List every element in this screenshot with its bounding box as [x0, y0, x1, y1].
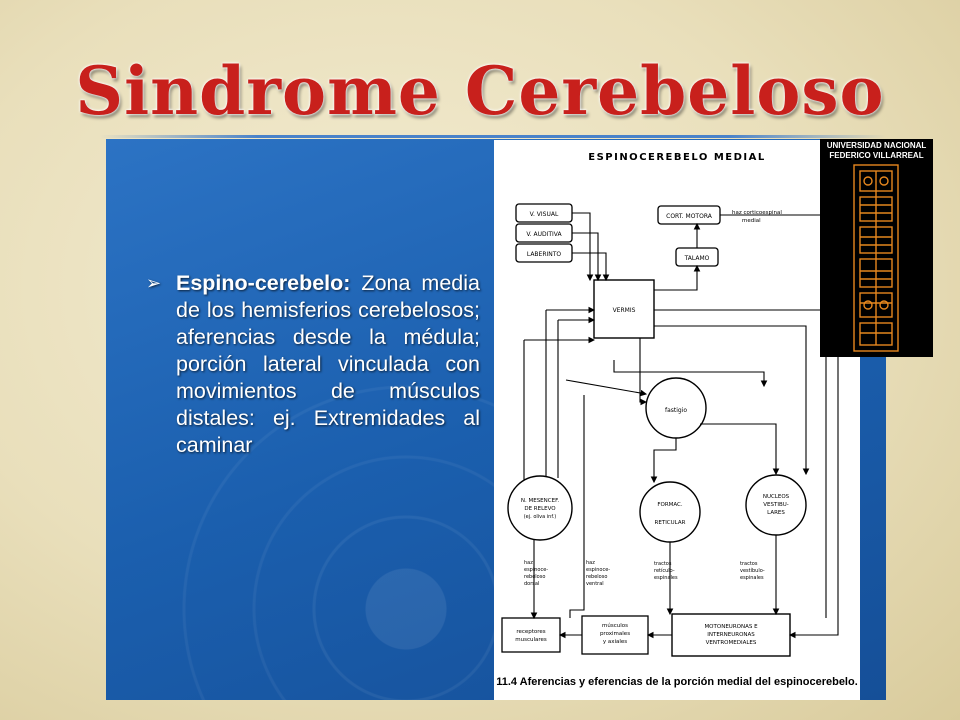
- svg-text:rebeloso: rebeloso: [524, 574, 545, 580]
- svg-text:FORMAC.: FORMAC.: [657, 502, 683, 508]
- title-divider: [100, 135, 886, 138]
- svg-text:VESTIBU-: VESTIBU-: [763, 502, 789, 508]
- svg-text:LARES: LARES: [767, 510, 785, 516]
- logo-emblem-icon: [853, 164, 899, 352]
- box-vermis: VERMIS: [593, 279, 655, 339]
- label-haz-corticoespinal-1: haz corticoespinal: [732, 210, 782, 216]
- diagram-caption: 11.4 Aferencias y eferencias de la porci…: [496, 676, 858, 688]
- svg-text:espinales: espinales: [740, 575, 764, 581]
- svg-text:espinales: espinales: [654, 575, 678, 581]
- box-receptores-musculares: receptores musculares: [501, 617, 561, 653]
- university-logo: UNIVERSIDAD NACIONAL FEDERICO VILLARREAL: [820, 139, 933, 357]
- svg-text:musculares: musculares: [515, 637, 547, 643]
- logo-text: UNIVERSIDAD NACIONAL FEDERICO VILLARREAL: [826, 141, 927, 160]
- bullet-arrow-icon: ➢: [146, 273, 162, 293]
- svg-text:INTERNEURONAS: INTERNEURONAS: [707, 632, 755, 638]
- svg-text:tractos: tractos: [654, 561, 672, 567]
- box-motoneuronas: MOTONEURONAS E INTERNEURONAS VENTROMEDIA…: [671, 613, 791, 657]
- svg-text:haz: haz: [524, 560, 533, 566]
- svg-text:(ej. oliva inf.): (ej. oliva inf.): [524, 514, 557, 520]
- bullet-label: Espino-cerebelo:: [176, 271, 351, 295]
- svg-text:haz: haz: [586, 560, 595, 566]
- svg-text:ventral: ventral: [586, 581, 604, 587]
- svg-text:retículo-: retículo-: [654, 567, 675, 574]
- bullet-item: ➢ Espino-cerebelo: Zona media de los hem…: [146, 270, 480, 459]
- svg-text:RETICULAR: RETICULAR: [655, 520, 686, 526]
- svg-text:NUCLEOS: NUCLEOS: [763, 494, 790, 500]
- label-haz-dorsal: haz espinoce- rebeloso dorsal: [524, 560, 548, 587]
- svg-text:VENTROMEDIALES: VENTROMEDIALES: [706, 640, 757, 646]
- svg-text:TALAMO: TALAMO: [684, 255, 710, 262]
- svg-text:MOTONEURONAS E: MOTONEURONAS E: [704, 624, 758, 630]
- circle-mesencef: N. MESENCEF. DE RELEVO (ej. oliva inf.): [507, 475, 573, 541]
- box-cort-motora: CORT. MOTORA: [657, 205, 721, 225]
- slide-title: Sindrome Cerebeloso: [75, 52, 885, 130]
- svg-text:receptores: receptores: [516, 629, 545, 635]
- box-v-visual: V. VISUAL: [515, 203, 573, 223]
- circle-nucleos-vestibulares: NUCLEOS VESTIBU- LARES: [745, 474, 807, 536]
- circle-formac-reticular: FORMAC. RETICULAR: [639, 481, 701, 543]
- label-tractos-vestibuloespinales: tractos vestíbulo- espinales: [740, 561, 765, 581]
- label-haz-ventral: haz espinoce- rebeloso ventral: [586, 560, 610, 587]
- svg-text:CORT. MOTORA: CORT. MOTORA: [666, 213, 713, 220]
- diagram-heading: ESPINOCEREBELO MEDIAL: [588, 152, 766, 163]
- svg-text:V. AUDITIVA: V. AUDITIVA: [526, 231, 562, 238]
- svg-text:LABERINTO: LABERINTO: [527, 251, 562, 258]
- box-musculos-proximales: músculos proximales y axiales: [581, 615, 649, 655]
- box-laberinto: LABERINTO: [515, 243, 573, 263]
- svg-text:espinoce-: espinoce-: [586, 567, 610, 573]
- svg-text:vestíbulo-: vestíbulo-: [740, 567, 765, 574]
- svg-text:dorsal: dorsal: [524, 581, 539, 587]
- svg-text:y axiales: y axiales: [603, 639, 627, 645]
- svg-text:músculos: músculos: [602, 622, 628, 629]
- svg-text:DE RELEVO: DE RELEVO: [524, 506, 556, 512]
- espinocerebelo-diagram: ESPINOCEREBELO MEDIAL V. VISUAL V. AUDIT…: [494, 140, 860, 700]
- svg-text:proximales: proximales: [600, 631, 630, 637]
- label-tractos-reticuloespinales: tractos retículo- espinales: [654, 561, 678, 581]
- svg-text:espinoce-: espinoce-: [524, 567, 548, 573]
- diagram-svg: ESPINOCEREBELO MEDIAL V. VISUAL V. AUDIT…: [501, 152, 839, 657]
- svg-text:rebeloso: rebeloso: [586, 574, 607, 580]
- circle-fastigio: fastigio: [645, 377, 707, 439]
- bullet-text: Zona media de los hemisferios cerebeloso…: [176, 271, 480, 457]
- svg-text:N. MESENCEF.: N. MESENCEF.: [521, 498, 560, 504]
- box-v-auditiva: V. AUDITIVA: [515, 223, 573, 243]
- svg-text:fastigio: fastigio: [665, 407, 687, 414]
- svg-text:tractos: tractos: [740, 561, 758, 567]
- label-haz-corticoespinal-2: medial: [742, 218, 761, 224]
- svg-text:V. VISUAL: V. VISUAL: [530, 211, 559, 218]
- bullet-body: Espino-cerebelo: Zona media de los hemis…: [176, 270, 480, 459]
- box-talamo: TALAMO: [675, 247, 719, 267]
- svg-text:VERMIS: VERMIS: [613, 307, 636, 314]
